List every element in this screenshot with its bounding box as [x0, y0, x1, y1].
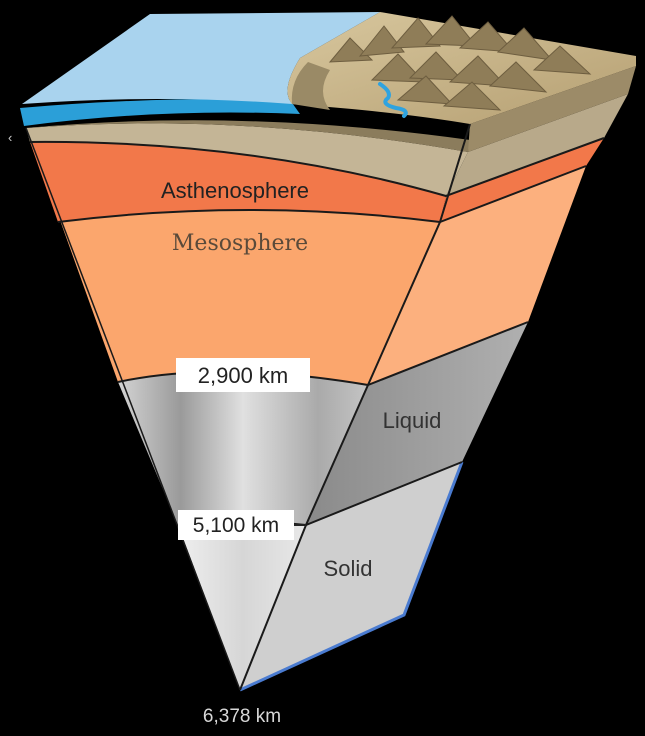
solid-label: Solid: [324, 556, 373, 581]
liquid-label: Liquid: [383, 408, 442, 433]
mesosphere-label: Mesosphere: [172, 231, 308, 256]
center-depth-label: 6,378 km: [203, 706, 281, 727]
surface-tick-mark: ‹: [8, 130, 12, 145]
asthenosphere-label: Asthenosphere: [161, 178, 309, 203]
depth-5100-label: 5,100 km: [193, 514, 279, 537]
depth-2900-label: 2,900 km: [198, 363, 289, 388]
